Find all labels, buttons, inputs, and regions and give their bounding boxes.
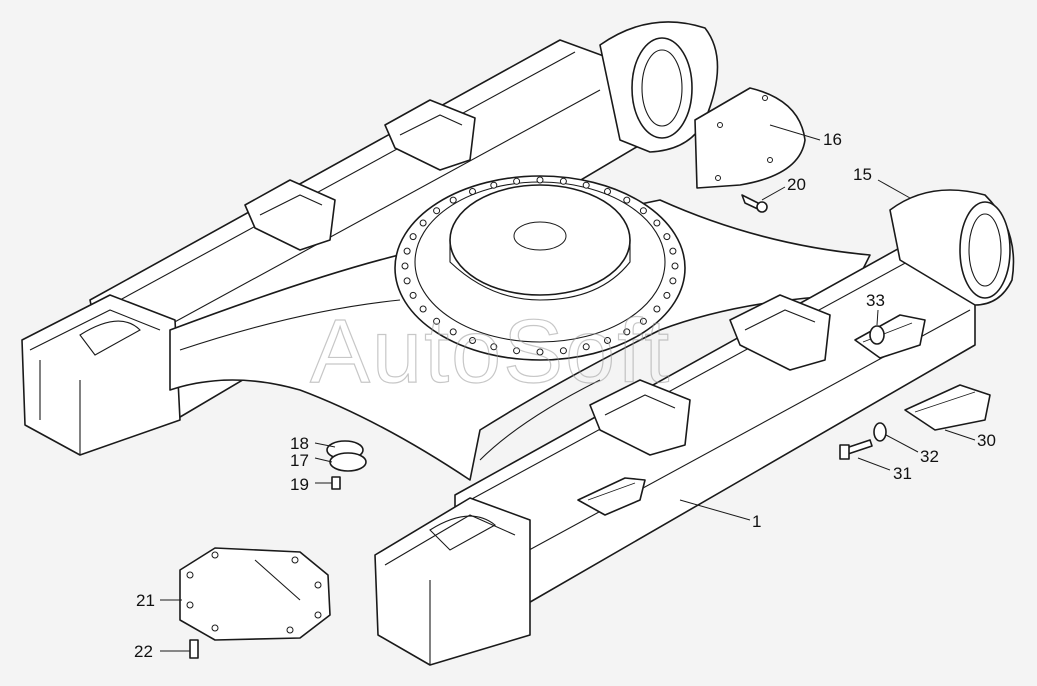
- bolt-hole: [663, 233, 671, 241]
- bolt-hole: [433, 207, 441, 215]
- bolt-hole: [419, 305, 427, 313]
- bolt-hole: [582, 343, 590, 351]
- bolt-hole: [559, 347, 567, 355]
- bolt-hole: [582, 181, 590, 189]
- bolt-hole: [403, 277, 411, 285]
- swing-bearing-ring: [394, 175, 686, 361]
- bolt-hole: [403, 247, 411, 255]
- bolt-hole: [536, 176, 544, 184]
- washer-32: [873, 422, 887, 442]
- bolt-hole: [513, 347, 521, 355]
- bolt-hole: [419, 219, 427, 227]
- bolt-20: [741, 194, 768, 213]
- callout-21: 21: [136, 591, 155, 610]
- bolt-hole: [449, 328, 457, 336]
- bolt-hole: [623, 328, 631, 336]
- bolt-19: [331, 476, 341, 490]
- callout-32: 32: [920, 447, 939, 466]
- leader-lines: [160, 124, 976, 652]
- bolt-hole: [469, 188, 476, 195]
- bolt-22: [189, 639, 199, 659]
- ring-bolt-holes: [401, 176, 679, 356]
- nut-33: [869, 325, 885, 345]
- bolt-hole: [433, 317, 441, 325]
- bolt-hole: [604, 337, 611, 344]
- bolt-hole: [469, 337, 476, 344]
- bolt-hole: [449, 196, 457, 204]
- callout-1: 1: [752, 512, 761, 531]
- bolt-hole: [490, 181, 498, 189]
- bolt-hole: [409, 291, 417, 299]
- cover-plate-16: [694, 87, 806, 189]
- bolt-hole: [559, 177, 567, 185]
- bolt-hole: [490, 343, 498, 351]
- callout-18: 18: [290, 434, 309, 453]
- bolt-hole: [663, 291, 671, 299]
- bolt-hole: [639, 317, 647, 325]
- callout-33: 33: [866, 291, 885, 310]
- bolt-hole: [604, 188, 611, 195]
- bolt-hole: [401, 262, 409, 270]
- bolt-hole: [409, 233, 417, 241]
- callout-31: 31: [893, 464, 912, 483]
- callout-22: 22: [134, 642, 153, 661]
- bolt-hole: [669, 277, 677, 285]
- cover-plate-21: [179, 547, 331, 641]
- bolt-hole: [653, 305, 661, 313]
- bolt-hole: [639, 207, 647, 215]
- callout-30: 30: [977, 431, 996, 450]
- bolt-hole: [669, 247, 677, 255]
- step-30: [577, 314, 991, 516]
- callout-19: 19: [290, 475, 309, 494]
- bolt-hole: [653, 219, 661, 227]
- callout-15: 15: [853, 165, 872, 184]
- track-guide-brackets-rear: [244, 99, 476, 251]
- callout-20: 20: [787, 175, 806, 194]
- bolt-hole: [536, 348, 544, 356]
- callout-labels: 16 20 15 33 30 32 31 1 18 17 19 21 22: [134, 130, 996, 661]
- cover-plates-17-18: [326, 440, 367, 472]
- callout-17: 17: [290, 451, 309, 470]
- bolt-hole: [513, 177, 521, 185]
- callout-16: 16: [823, 130, 842, 149]
- bolt-31: [839, 439, 873, 460]
- watermark-text: AutoSoft: [310, 302, 671, 402]
- bolt-hole: [623, 196, 631, 204]
- track-guide-brackets-front: [589, 294, 831, 456]
- right-side-frame: [374, 189, 1015, 666]
- bolt-hole: [671, 262, 679, 270]
